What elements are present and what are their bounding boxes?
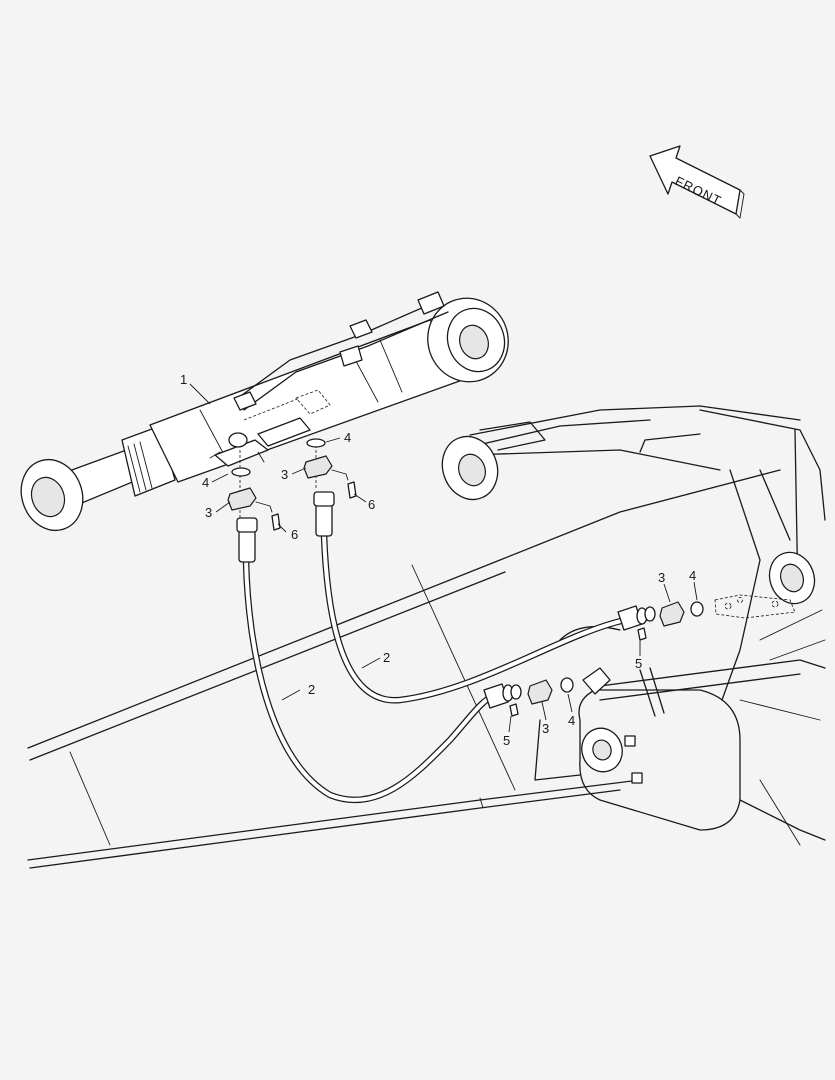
callout-5-lower: 5 (503, 733, 510, 748)
callout-2-left: 2 (308, 682, 315, 697)
fittings-boom-side (509, 601, 704, 717)
callout-6-right: 6 (368, 497, 375, 512)
callout-numbers: 1 2 2 3 3 3 3 4 4 4 4 5 5 6 6 (180, 372, 696, 748)
callout-1: 1 (180, 372, 187, 387)
callout-4-boom-lower: 4 (568, 713, 575, 728)
callout-3-cyl-right: 3 (281, 467, 288, 482)
front-direction-arrow: FRONT (649, 145, 745, 219)
o-ring-right (306, 438, 326, 448)
callout-leaders (189, 383, 698, 733)
bolt-left (271, 513, 281, 531)
callout-4-cyl-left: 4 (202, 475, 209, 490)
boom-structure (27, 405, 826, 869)
hose-left (236, 517, 514, 804)
flange-left (227, 487, 257, 511)
callout-2-right: 2 (383, 650, 390, 665)
hose-right (313, 491, 648, 704)
callout-3-boom-lower: 3 (542, 721, 549, 736)
callout-6-left: 6 (291, 527, 298, 542)
bolt-right (347, 481, 357, 499)
hydraulic-cylinder (20, 291, 509, 532)
callout-4-boom-upper: 4 (689, 568, 696, 583)
callout-4-cyl-right: 4 (344, 430, 351, 445)
callout-5-upper: 5 (635, 656, 642, 671)
fittings-cylinder-side (227, 438, 357, 531)
flange-right (303, 455, 333, 479)
callout-3-boom-upper: 3 (658, 570, 665, 585)
callout-3-cyl-left: 3 (205, 505, 212, 520)
o-ring-left (231, 467, 251, 477)
